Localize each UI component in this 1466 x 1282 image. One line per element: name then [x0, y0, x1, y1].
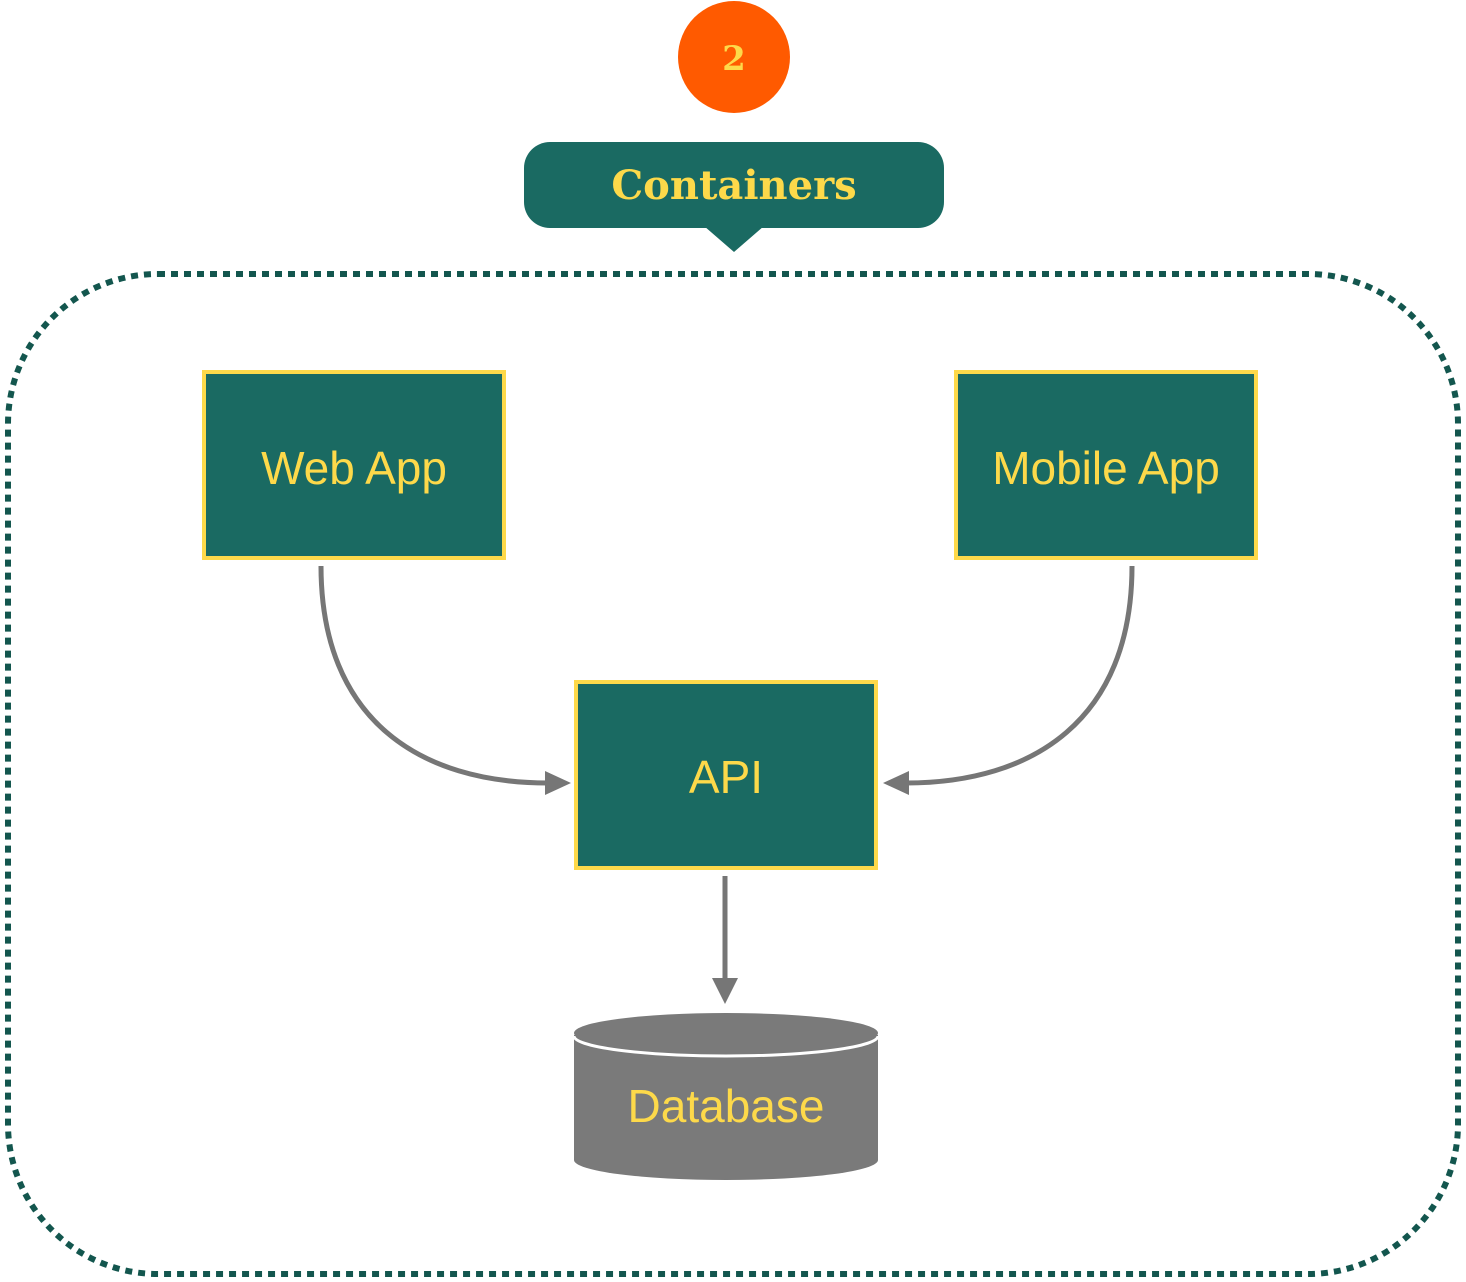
node-database[interactable]: Database: [572, 1013, 880, 1180]
container-boundary: [5, 271, 1461, 1277]
node-mobile-app[interactable]: Mobile App: [954, 370, 1258, 560]
edge-api-to-database-arrowhead: [712, 978, 738, 1004]
title-callout: Containers: [524, 142, 944, 252]
node-web-app[interactable]: Web App: [202, 370, 506, 560]
node-database-body[interactable]: [574, 1035, 878, 1180]
node-database-top: [574, 1013, 878, 1053]
node-api-label: API: [689, 751, 763, 803]
node-api-box[interactable]: [574, 680, 878, 870]
edge-web-app-to-api-arrowhead: [545, 771, 571, 795]
title-callout-pointer: [704, 226, 764, 252]
node-mobile-app-label: Mobile App: [992, 442, 1220, 494]
step-badge-circle: [678, 1, 790, 113]
title-label: Containers: [611, 162, 856, 209]
node-mobile-app-box[interactable]: [954, 370, 1258, 560]
edge-mobile-app-to-api-arrowhead: [883, 771, 909, 795]
node-database-label: Database: [628, 1080, 825, 1132]
step-badge: 2: [678, 1, 790, 113]
step-badge-number: 2: [722, 39, 746, 79]
title-callout-box: [524, 142, 944, 228]
node-database-rim: [572, 1035, 880, 1058]
node-web-app-box[interactable]: [202, 370, 506, 560]
node-web-app-label: Web App: [261, 442, 447, 494]
edge-web-app-to-api: [318, 565, 549, 786]
edge-mobile-app-to-api: [905, 565, 1135, 786]
node-api[interactable]: API: [574, 680, 878, 870]
